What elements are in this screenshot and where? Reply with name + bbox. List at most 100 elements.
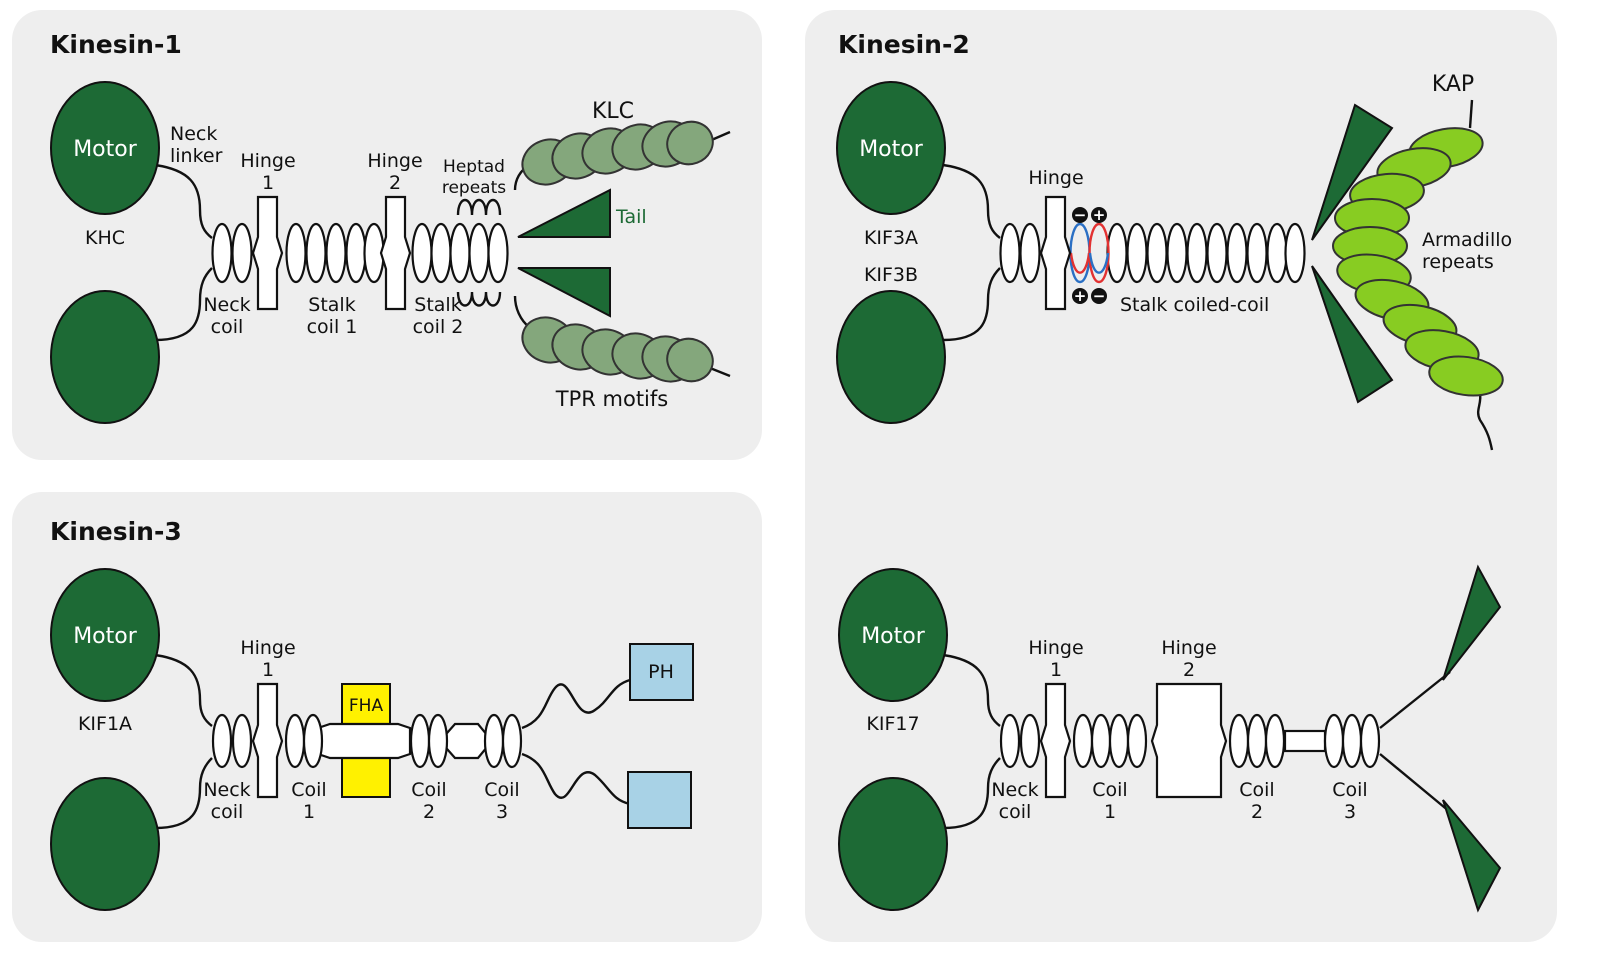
k1-chain-label: KHC (85, 227, 125, 249)
kif17-motor-label: Motor (861, 624, 926, 649)
svg-text:Hinge: Hinge (367, 150, 422, 172)
k3-coil-3-label: Coil 3 (484, 779, 519, 823)
k1-klc-label: KLC (592, 99, 634, 124)
svg-text:Hinge: Hinge (1028, 637, 1083, 659)
k3-coil-2-label: Coil 2 (411, 779, 446, 823)
k3-hinge-1-label: Hinge 1 (240, 637, 295, 681)
kif17-neck-linker-upper (942, 653, 1001, 727)
svg-text:+: + (1074, 287, 1087, 305)
k1-tpr-label: TPR motifs (555, 387, 668, 411)
svg-text:2: 2 (1183, 659, 1195, 681)
kif17-motor-head-2 (838, 777, 948, 911)
k3-coil-1-label: Coil 1 (291, 779, 326, 823)
k1-neck-linker-lower (154, 267, 213, 342)
k3-hinge-1 (251, 682, 284, 799)
k3-fha-linker (316, 722, 412, 760)
k3-fha-domain-top (341, 683, 391, 727)
svg-text:coil: coil (999, 801, 1032, 823)
kif17-hinge-1-label: Hinge 1 (1028, 637, 1083, 681)
kif17-motor-head-1 (838, 568, 948, 702)
svg-text:−: − (1093, 287, 1106, 305)
k2-motor-label: Motor (859, 137, 924, 162)
svg-text:Stalk: Stalk (308, 294, 355, 316)
k1-tail-label: Tail (615, 206, 647, 228)
k1-motor-head-2 (50, 290, 160, 424)
kif17-hinge-2-label: Hinge 2 (1161, 637, 1216, 681)
k1-tail-upper (517, 188, 611, 238)
k2-hinge-label: Hinge (1028, 167, 1083, 189)
kif17-hinge-1 (1039, 682, 1072, 799)
kif17-coil-2-3-linker (1283, 729, 1327, 753)
svg-text:repeats: repeats (1422, 251, 1494, 273)
kinesin-2-title: Kinesin-2 (838, 30, 970, 59)
svg-text:repeats: repeats (442, 178, 506, 198)
kif17-coil-1-label: Coil 1 (1092, 779, 1127, 823)
k3-fha-domain-bottom (341, 754, 391, 798)
k2-kap-armadillo (1332, 99, 1504, 451)
k1-motor-label: Motor (73, 137, 138, 162)
svg-text:3: 3 (1344, 801, 1356, 823)
svg-text:coil: coil (211, 316, 244, 338)
svg-text:1: 1 (303, 801, 315, 823)
svg-text:Coil: Coil (1092, 779, 1127, 801)
kif17-tail-wire-lower (1379, 753, 1451, 813)
k1-klc-lower (513, 295, 731, 383)
svg-text:Neck: Neck (170, 123, 217, 145)
svg-text:Armadillo: Armadillo (1422, 229, 1512, 251)
k3-motor-head-1 (50, 568, 160, 702)
svg-text:−: − (1074, 206, 1087, 224)
svg-text:Hinge: Hinge (1161, 637, 1216, 659)
k1-neck-linker-upper (154, 163, 213, 239)
svg-text:Coil: Coil (291, 779, 326, 801)
kinesin-1-title: Kinesin-1 (50, 30, 182, 59)
svg-text:linker: linker (170, 145, 223, 167)
kif17-tail-lower (1442, 799, 1502, 913)
k1-hinge-1-label: Hinge 1 (240, 150, 295, 194)
k2-charge-markers: − + + − (1072, 206, 1107, 305)
svg-text:Neck: Neck (203, 779, 250, 801)
kif17-chain-label: KIF17 (866, 713, 919, 735)
svg-text:coil 1: coil 1 (307, 316, 358, 338)
svg-text:Hinge: Hinge (240, 637, 295, 659)
k2-kap-label: KAP (1432, 72, 1474, 97)
k2-stalk-label: Stalk coiled-coil (1120, 294, 1269, 316)
k2-tail-lower (1311, 265, 1394, 404)
k2-charged-coil-2 (1088, 222, 1110, 284)
k3-neck-coil-label: Neck coil (203, 779, 250, 823)
k1-hinge-2 (379, 195, 412, 311)
svg-text:+: + (1093, 206, 1106, 224)
k3-ph-domain-top (629, 643, 694, 701)
svg-text:Coil: Coil (1332, 779, 1367, 801)
svg-text:1: 1 (1050, 659, 1062, 681)
kif17-tail-upper (1442, 564, 1502, 681)
k3-chain-label: KIF1A (78, 713, 132, 735)
svg-text:1: 1 (262, 659, 274, 681)
k2-tail-upper (1311, 103, 1394, 241)
k2-hinge (1039, 195, 1072, 311)
kif17-neck-linker-lower (942, 757, 1001, 830)
kif17-neck-coil-label: Neck coil (991, 779, 1038, 823)
k1-neck-linker-label: Neck linker (170, 123, 223, 167)
svg-text:Heptad: Heptad (443, 157, 505, 177)
svg-text:3: 3 (496, 801, 508, 823)
k1-heptad-label: Heptad repeats (442, 157, 506, 198)
svg-text:coil 2: coil 2 (413, 316, 464, 338)
k1-tail-lower (517, 267, 611, 318)
svg-text:2: 2 (423, 801, 435, 823)
k3-motor-label: Motor (73, 624, 138, 649)
k2-motor-head-2 (836, 290, 946, 424)
k1-heptad-loops-bottom (456, 291, 502, 307)
svg-text:Stalk: Stalk (414, 294, 461, 316)
kif17-coil-2-label: Coil 2 (1239, 779, 1274, 823)
k1-heptad-loops-top (456, 198, 502, 216)
k3-tail-wire-lower (521, 752, 631, 806)
k3-tail-wire-upper (521, 678, 631, 730)
svg-text:Neck: Neck (203, 294, 250, 316)
svg-text:Coil: Coil (484, 779, 519, 801)
k1-stalk-coil-2-label: Stalk coil 2 (413, 294, 464, 338)
svg-text:1: 1 (262, 172, 274, 194)
kif17-tail-wire-upper (1379, 671, 1451, 729)
k3-neck-linker-upper (154, 653, 213, 727)
